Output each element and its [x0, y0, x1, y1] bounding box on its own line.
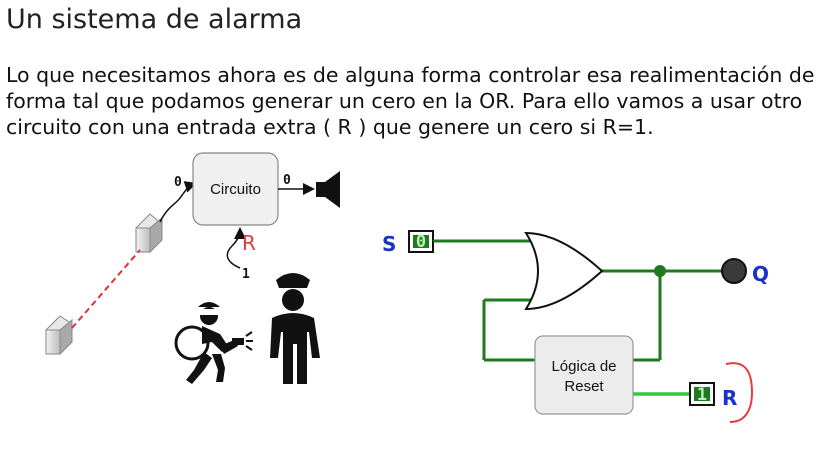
- slide-title: Un sistema de alarma: [6, 4, 303, 35]
- q-output-indicator: [721, 258, 747, 284]
- reset-logic-label-1: Lógica de: [551, 358, 616, 375]
- r-pin-label: R: [722, 386, 737, 410]
- body-line-1: Lo que necesitamos ahora es de alguna fo…: [6, 63, 815, 87]
- reset-logic-box: [534, 335, 634, 415]
- body-line-2: forma tal que podamos generar un cero en…: [6, 89, 803, 113]
- or-gate: [524, 231, 604, 311]
- r-input-value: 1: [697, 385, 707, 405]
- reset-value: 1: [242, 267, 250, 282]
- wire-junction: [654, 265, 666, 277]
- reset-annotation: R: [242, 231, 256, 255]
- s-input-value: 0: [416, 232, 426, 252]
- circuit-box-label: Circuito: [210, 181, 261, 198]
- speaker-icon: [316, 171, 340, 208]
- q-pin-label: Q: [752, 262, 769, 286]
- thief-icon: [174, 302, 253, 384]
- police-officer-icon: [270, 273, 320, 384]
- sensor-bottom-icon: [45, 315, 73, 356]
- reset-logic-label-2: Reset: [564, 378, 604, 395]
- reset-arrow: [226, 227, 246, 269]
- circuit-input-value: 0: [174, 175, 182, 190]
- s-pin-label: S: [382, 232, 396, 256]
- r-bracket-annotation: [725, 362, 754, 423]
- sensor-top-icon: [135, 213, 163, 254]
- sensor-to-circuit-arrow: [159, 181, 197, 223]
- body-line-3: circuito con una entrada extra ( R ) que…: [6, 115, 654, 139]
- slide-body-text: Lo que necesitamos ahora es de alguna fo…: [6, 62, 836, 140]
- laser-beam: [71, 249, 141, 329]
- circuit-output-value: 0: [283, 173, 291, 188]
